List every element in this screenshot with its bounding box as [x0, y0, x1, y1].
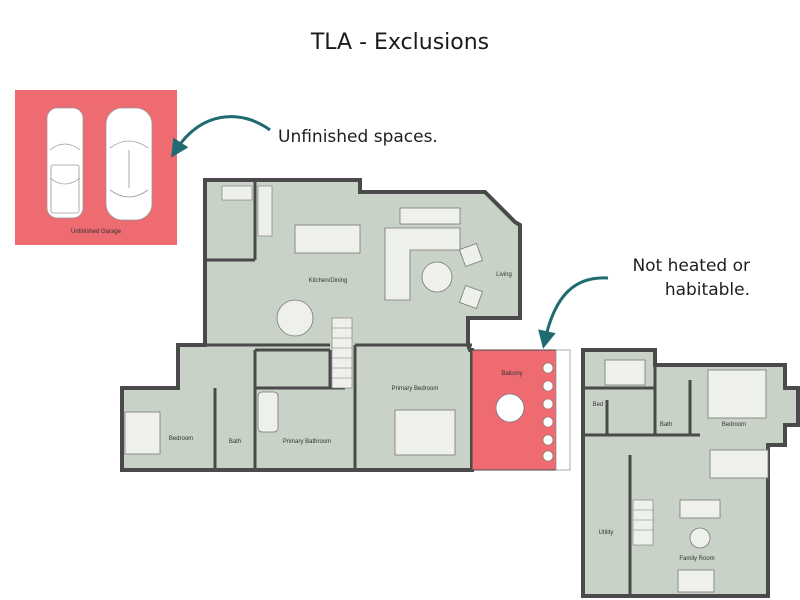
coffee-table [421, 261, 453, 293]
stairs [632, 499, 654, 546]
utility-label: Utility [599, 530, 614, 536]
kitchen-dining-label: Kitchen/Dining [309, 278, 348, 284]
bath-right-label: Bath [660, 422, 672, 428]
bath-label: Bath [229, 439, 241, 445]
stairs [331, 317, 353, 389]
main-floor: Kitchen/Dining Living Bedroom Bath Prima… [120, 178, 571, 472]
page-title: TLA - Exclusions [310, 30, 490, 55]
bed-label: Bed [593, 402, 604, 408]
family-room-label: Family Room [679, 556, 714, 562]
not-heated-callout: Not heated or habitable. [590, 254, 750, 302]
arrow-icon [171, 115, 271, 158]
bathtub [257, 391, 279, 433]
bed [124, 411, 161, 455]
bed [394, 409, 456, 456]
sofa [679, 499, 721, 519]
unfinished-garage: Unfinished Garage [15, 90, 177, 245]
balcony-table [495, 393, 525, 423]
sofa [384, 227, 461, 301]
not-heated-line2: habitable. [664, 280, 750, 300]
unfinished-spaces-callout: Unfinished spaces. [278, 127, 438, 147]
bedroom-right-label: Bedroom [722, 422, 746, 428]
garage-label: Unfinished Garage [71, 229, 122, 235]
kitchen-island [294, 224, 361, 254]
balcony-planters [542, 362, 554, 462]
primary-bedroom-label: Primary Bedroom [392, 386, 439, 392]
not-heated-line1: Not heated or [632, 256, 750, 276]
primary-bathroom-label: Primary Bathroom [283, 439, 331, 445]
arrow-icon [538, 276, 609, 349]
dining-table [276, 299, 314, 337]
bed [707, 369, 767, 419]
balcony-label: Balcony [501, 371, 522, 377]
living-label: Living [496, 272, 512, 278]
bed [604, 359, 646, 386]
pool-table [709, 449, 769, 479]
lower-floor: Bed Bath Bedroom Utility Family Room [581, 348, 800, 598]
car-icon [46, 107, 84, 219]
bedroom-label: Bedroom [169, 436, 193, 442]
car-icon [105, 107, 153, 221]
